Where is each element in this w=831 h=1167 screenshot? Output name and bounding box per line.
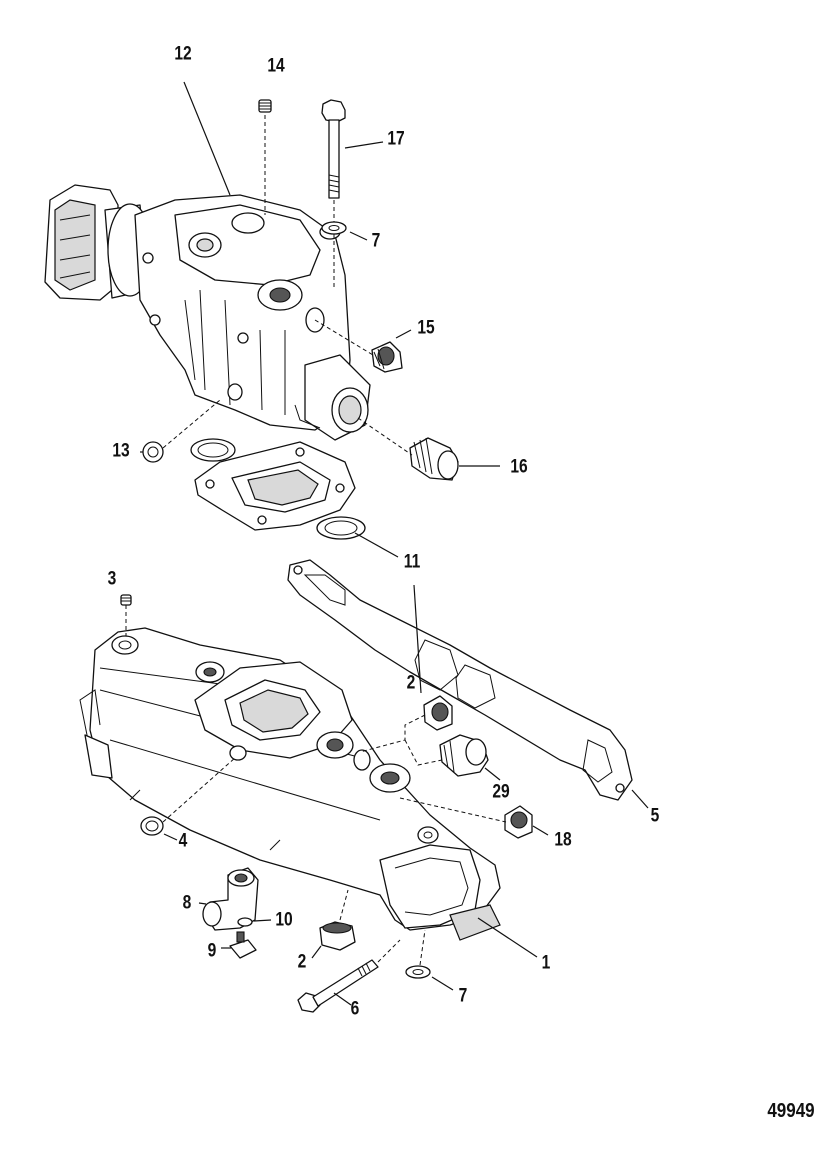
plug-part-4 [140, 816, 164, 836]
callout-1: 1 [541, 952, 551, 974]
drain-plug-part-9 [229, 931, 257, 959]
washer-part-7-upper [321, 221, 347, 235]
callout-17: 17 [387, 128, 405, 150]
callout-14: 14 [267, 55, 285, 77]
washer-part-7-lower [405, 965, 431, 979]
callout-15: 15 [417, 317, 435, 339]
callout-2-upper: 2 [406, 672, 416, 694]
hose-fitting-part-29 [439, 734, 489, 777]
callout-13: 13 [112, 440, 130, 462]
plug-part-2-lower [319, 921, 356, 951]
plug-part-18 [504, 805, 533, 839]
callout-4: 4 [178, 830, 188, 852]
set-screw-part-14 [258, 99, 272, 113]
bolt-part-6 [297, 959, 379, 1013]
callout-7-upper: 7 [371, 230, 381, 252]
callout-18: 18 [554, 829, 572, 851]
callout-6: 6 [350, 998, 360, 1020]
callout-7-lower: 7 [458, 985, 468, 1007]
screw-part-3 [120, 594, 132, 606]
callout-16: 16 [510, 456, 528, 478]
manifold-gasket-part-5 [287, 559, 633, 801]
callout-8: 8 [182, 892, 192, 914]
bolt-part-17 [321, 99, 346, 199]
figure-id: 49949 [767, 1100, 815, 1122]
callout-12: 12 [174, 43, 192, 65]
exhaust-elbow-part-12 [44, 184, 371, 441]
cap-part-13 [142, 441, 164, 463]
callout-10: 10 [275, 909, 293, 931]
callout-3: 3 [107, 568, 117, 590]
gasket-part-11 [190, 438, 366, 540]
callout-9: 9 [207, 940, 217, 962]
o-ring-part-10 [237, 917, 253, 927]
elbow-fitting-part-8 [202, 867, 259, 931]
hose-fitting-part-16 [409, 437, 459, 481]
exhaust-manifold-part-1 [79, 627, 501, 941]
callout-11: 11 [403, 551, 421, 573]
callout-2-lower: 2 [297, 951, 307, 973]
plug-part-2-upper [423, 695, 453, 731]
plug-part-15 [371, 341, 403, 373]
leader-lines [125, 81, 649, 1006]
callout-5: 5 [650, 805, 660, 827]
callout-29: 29 [492, 781, 510, 803]
